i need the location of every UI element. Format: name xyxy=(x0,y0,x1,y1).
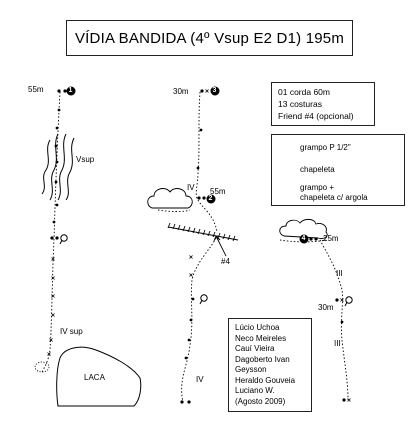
pitch-2-bolts xyxy=(196,89,206,200)
credit-line: Dagoberto Ivan xyxy=(235,354,290,364)
gear-line: 01 corda 60m xyxy=(278,87,330,97)
credits-box: Lúcio Uchoa Neco Meireles Cauí Vieira Da… xyxy=(228,318,312,412)
legend-box: grampo P 1/2" chapeleta grampo + chapele… xyxy=(271,134,405,206)
gear-box: 01 corda 60m 13 costuras Friend #4 (opci… xyxy=(271,82,375,126)
ring-anchor-middle-icon xyxy=(199,294,208,305)
bush-icon xyxy=(34,361,50,373)
cloud-icon xyxy=(147,188,193,212)
pitch-4-bolts xyxy=(309,237,346,402)
right-30m-label: 30m xyxy=(318,303,334,312)
ring-anchor-icon xyxy=(59,234,68,245)
vsup-crack-icon xyxy=(41,133,75,201)
ring-anchor-right-icon xyxy=(344,296,353,307)
iv-sup-label: IV sup xyxy=(60,327,83,336)
belay-2-number: 2 xyxy=(208,195,213,202)
pitch-2-hangers xyxy=(205,89,209,93)
pitch-1-bolts xyxy=(50,89,67,240)
legend-hanger-label: chapeleta xyxy=(300,165,335,174)
laca-label: LACA xyxy=(84,373,105,382)
credit-line: Geysson xyxy=(235,365,267,374)
iv-low-label: IV xyxy=(196,375,204,384)
belay-4-marker xyxy=(299,234,309,244)
pitch-4-line xyxy=(319,239,349,401)
pitch-2-length: 55m xyxy=(210,187,226,196)
legend-bolt-label: grampo P 1/2" xyxy=(300,143,351,152)
pitch-2-grade: IV xyxy=(187,183,195,192)
pitch-1-line xyxy=(41,91,61,373)
roof-overhang xyxy=(167,222,239,242)
belay-3-marker xyxy=(210,86,220,96)
credit-line: Heraldo Gouveia xyxy=(235,375,296,385)
pitch-1-hangers xyxy=(47,257,55,356)
pitch-1-length: 55m xyxy=(28,85,44,94)
pitch-3-length: 30m xyxy=(173,87,189,96)
pitch-4-grade: III xyxy=(336,269,343,278)
pitch-2-lower-bolts xyxy=(180,297,195,404)
legend-anchor-label-1: grampo + xyxy=(300,183,335,192)
legend-anchor-label-2: chapeleta c/ argola xyxy=(300,193,368,202)
belay-3-number: 3 xyxy=(212,87,217,94)
credit-line: (Agosto 2009) xyxy=(235,396,286,406)
pitch-4-hangers xyxy=(340,298,351,402)
credit-line: Lúcio Uchoa xyxy=(235,323,280,332)
credit-line: Luciano W. xyxy=(235,386,275,395)
route-title-box: VÍDIA BANDIDA (4º Vsup E2 D1) 195m xyxy=(66,20,353,56)
pitch-2-lower-hangers xyxy=(189,255,193,277)
belay-2-marker xyxy=(206,194,216,204)
gear-line: 13 costuras xyxy=(278,99,322,109)
friend-label: #4 xyxy=(221,257,230,266)
credit-line: Neco Meireles xyxy=(235,333,287,343)
laca-flake-outline xyxy=(56,346,142,407)
pitch-2-lower-line xyxy=(181,237,217,403)
gear-line: Friend #4 (opcional) xyxy=(278,111,354,121)
pitch-1-grade: Vsup xyxy=(76,155,95,164)
friend-arrow xyxy=(213,235,227,257)
iii-low-label: III xyxy=(334,339,341,348)
route-title: VÍDIA BANDIDA (4º Vsup E2 D1) 195m xyxy=(74,29,345,47)
credit-line: Cauí Vieira xyxy=(235,344,275,353)
pitch-4-length: 25m xyxy=(323,234,339,243)
pitch-2-line xyxy=(195,91,218,233)
belay-4-number: 4 xyxy=(301,235,306,242)
belay-1-number: 1 xyxy=(68,87,73,94)
belay-1-marker xyxy=(66,86,76,96)
